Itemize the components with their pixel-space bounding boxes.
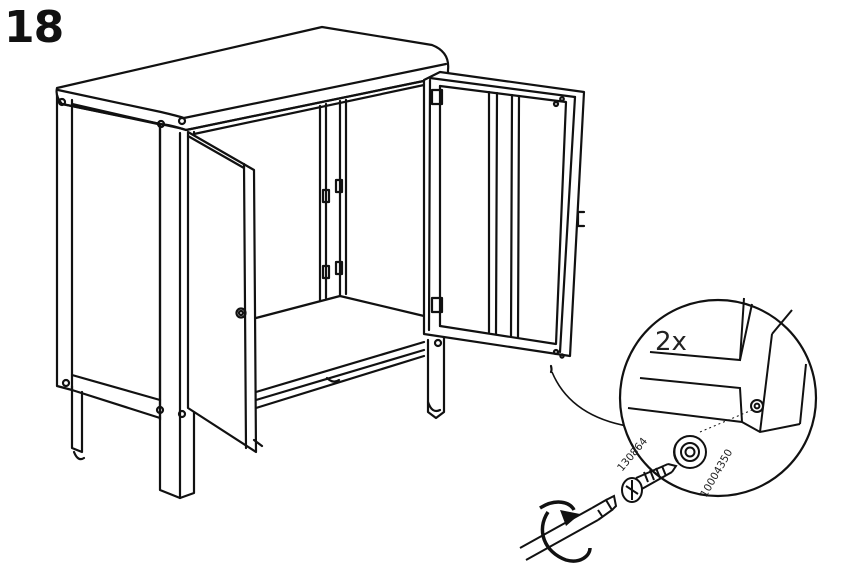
cabinet-interior — [192, 83, 426, 410]
step-number: 18 — [4, 2, 64, 53]
cap-part — [673, 435, 707, 469]
cabinet-left-side — [55, 93, 165, 461]
screw-part — [621, 463, 678, 503]
rotation-arrow-icon — [539, 500, 592, 563]
left-door — [186, 130, 264, 454]
screwdriver-icon — [519, 494, 618, 561]
quantity-label: 2x — [655, 327, 687, 357]
right-door — [422, 70, 586, 374]
cabinet-right-leg — [426, 334, 446, 420]
detail-callout — [551, 297, 818, 498]
detail-magnifier — [627, 297, 807, 434]
